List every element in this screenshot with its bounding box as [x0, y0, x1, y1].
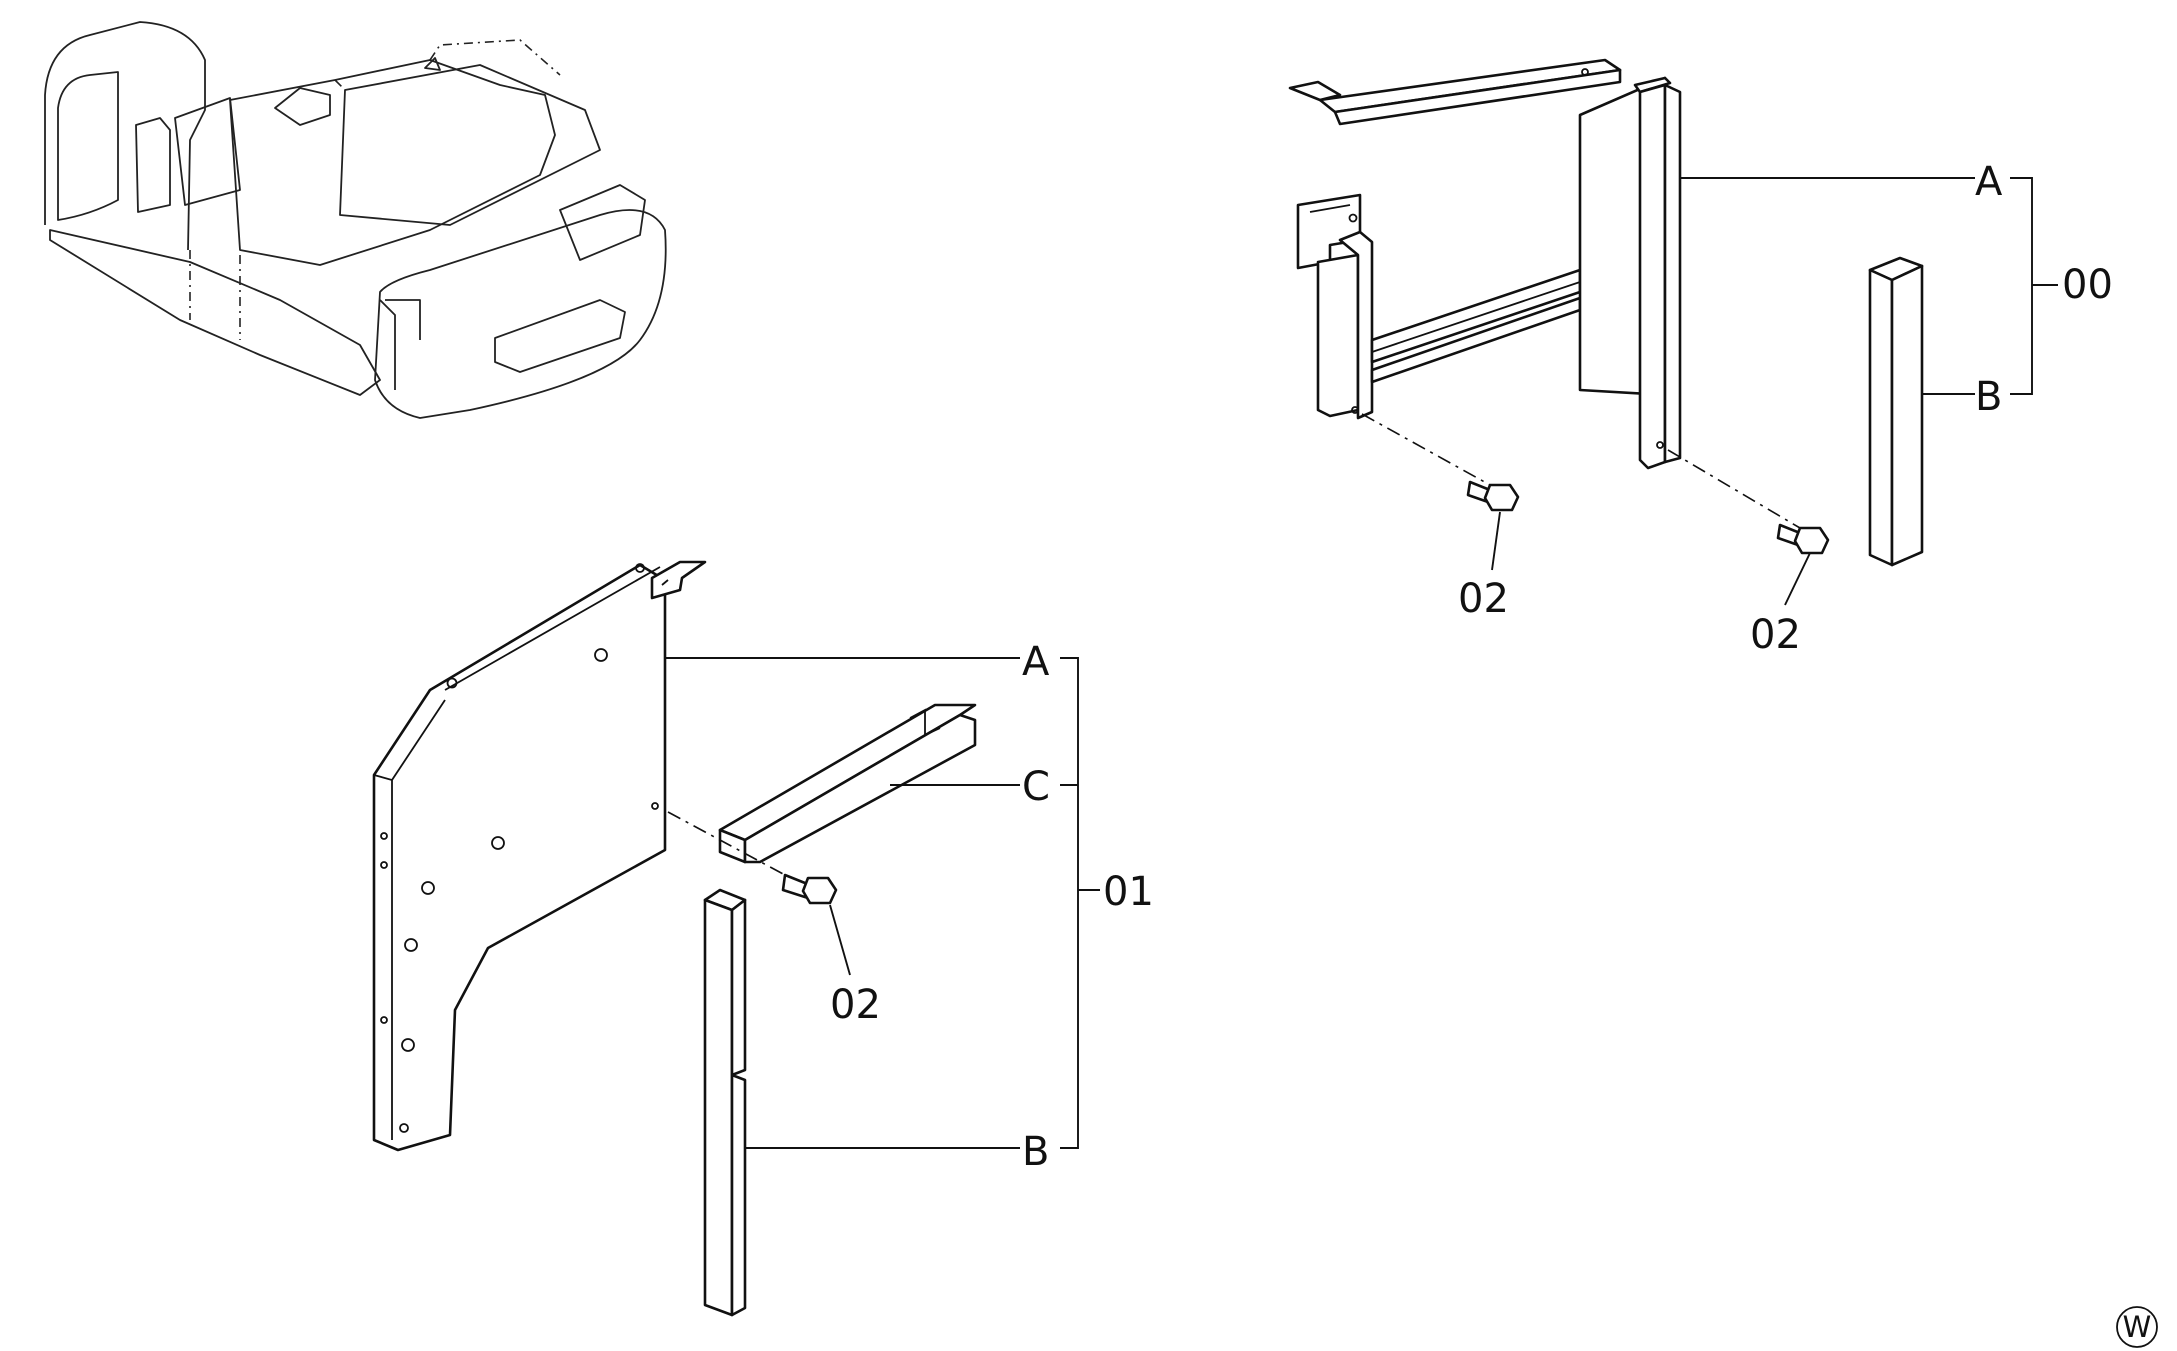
bolt-02-left — [1466, 480, 1520, 512]
callout-assembly-00: 00 — [2062, 262, 2113, 308]
callout-bolt-02-right: 02 — [1750, 612, 1801, 658]
frame-assembly-00: A B 00 02 02 — [1288, 58, 2113, 658]
callout-assembly-01: 01 — [1103, 869, 1154, 915]
view-marker-letter: W — [2123, 1310, 2152, 1344]
callout-a-top: A — [1975, 159, 2003, 205]
callout-bolt-02-left: 02 — [1458, 576, 1509, 622]
callout-bolt-02-bottom: 02 — [830, 982, 881, 1028]
bolt-02-right — [1776, 523, 1830, 555]
side-panel-assembly-01: A C B 01 02 — [372, 560, 1154, 1317]
callout-b-bottom: B — [1022, 1129, 1049, 1175]
view-marker-w: W — [2116, 1306, 2158, 1348]
callout-a-bottom: A — [1022, 639, 1050, 685]
callout-b-top: B — [1975, 374, 2002, 420]
excavator-overview-illustration — [44, 21, 667, 419]
bolt-02-bottom — [781, 873, 838, 905]
callout-c-bottom: C — [1022, 764, 1050, 810]
